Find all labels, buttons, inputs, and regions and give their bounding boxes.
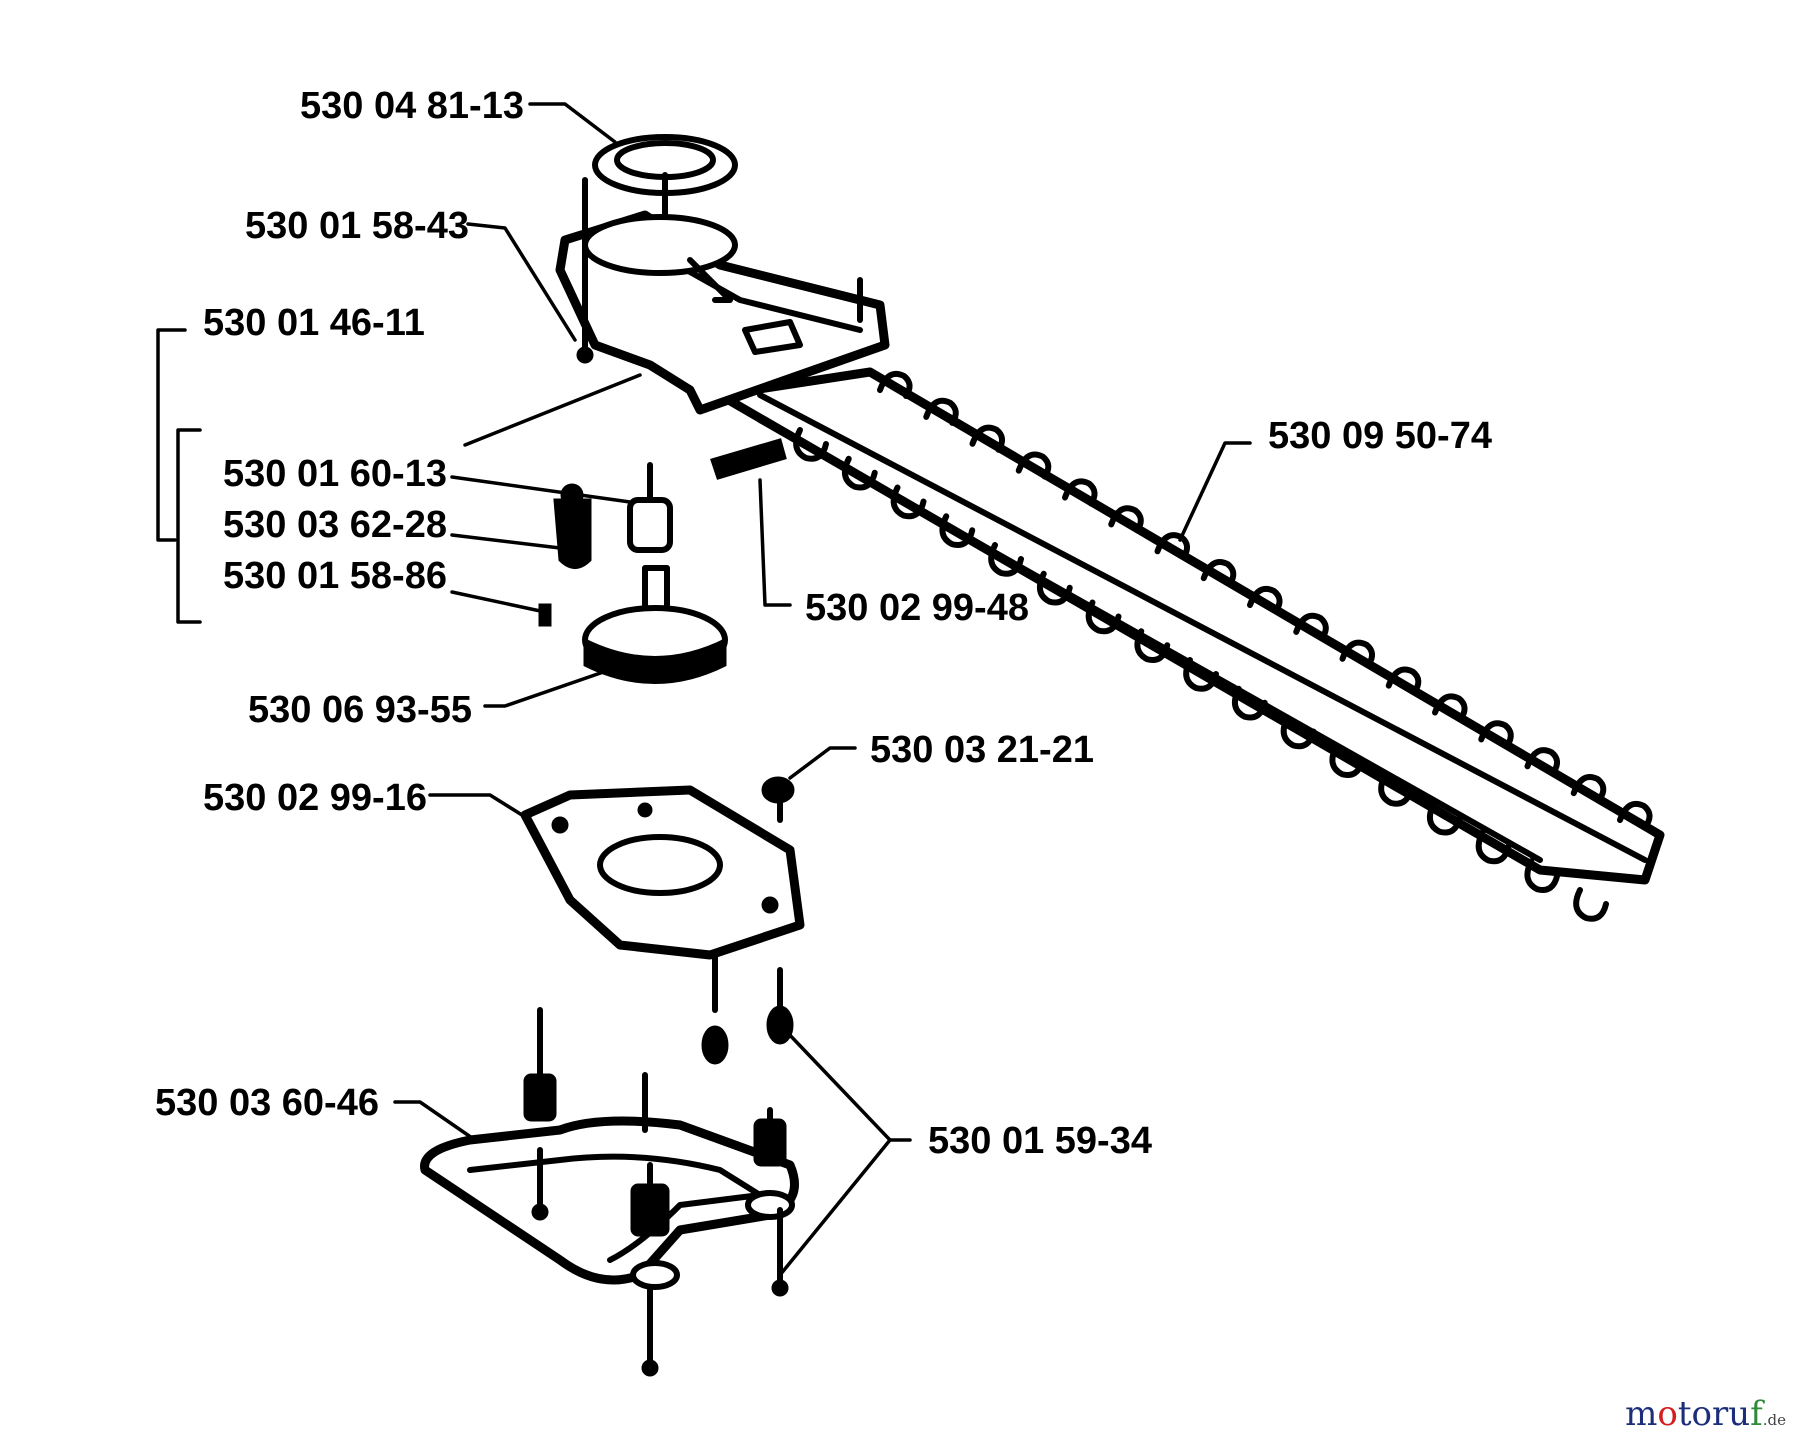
blade-tooth-top [1062, 478, 1098, 507]
blade-tooth-bottom [1183, 657, 1219, 692]
watermark-brand-4: f [1750, 1394, 1763, 1434]
leader-p2 [466, 222, 577, 342]
leader-p6 [450, 590, 547, 614]
part-label-p8: 530 02 99-48 [805, 587, 1029, 629]
blade-tooth-bottom [1475, 829, 1512, 865]
blade-tooth-bottom [1329, 743, 1366, 778]
part-label-p2: 530 01 58-43 [245, 205, 469, 247]
leader-p8 [758, 478, 792, 607]
leader-lines [393, 102, 1252, 1277]
blade-tooth-bottom [890, 484, 927, 520]
blade-tooth-top [1432, 693, 1468, 722]
blade-tooth-bottom [1085, 599, 1122, 635]
assembly-bracket-inner [176, 428, 202, 624]
blade-tooth-bottom [793, 427, 829, 462]
leader-p4 [450, 475, 632, 504]
leader-p13a [783, 1028, 912, 1142]
blade-tooth-bottom [1280, 714, 1317, 750]
part-label-p9: 530 09 50-74 [1268, 415, 1492, 457]
part-label-p4: 530 01 60-13 [223, 453, 447, 495]
leader-p13b [778, 1138, 892, 1277]
bottom-handle [420, 1007, 799, 1377]
drive-wheel-top [582, 134, 738, 303]
blade-tooth-bottom [1378, 772, 1414, 807]
blade-tooth-top [1617, 800, 1653, 829]
blade-tooth-top [1108, 505, 1144, 534]
leader-p12 [393, 1100, 477, 1142]
leader-p1 [528, 102, 617, 144]
hedge-trimmer-blade [715, 367, 1665, 922]
blade-tooth-bottom [841, 455, 878, 491]
watermark-brand-3: toru [1677, 1394, 1751, 1434]
part-labels: 530 04 81-13 530 01 58-43 530 01 46-11 5… [155, 85, 1492, 1162]
blade-tooth-top [1247, 585, 1283, 614]
blade-tooth-bottom [1426, 800, 1463, 836]
blade-tooth-top [1015, 451, 1052, 480]
blade-tooth-top [1200, 559, 1237, 588]
watermark-brand-1: m [1625, 1394, 1658, 1434]
blade-tooth-bottom [1524, 858, 1561, 893]
blade-tooth-top [1478, 720, 1514, 749]
assembly-bracket-outer [156, 328, 187, 542]
leader-p7 [483, 666, 617, 708]
part-label-p5: 530 03 62-28 [223, 504, 447, 546]
blade-tooth-top [1339, 639, 1375, 668]
part-label-p13: 530 01 59-34 [928, 1120, 1152, 1162]
part-label-p12: 530 03 60-46 [155, 1082, 379, 1124]
part-label-p11: 530 02 99-16 [203, 777, 427, 819]
blade-tooth-bottom [1036, 570, 1073, 606]
part-label-p6: 530 01 58-86 [223, 555, 447, 597]
gasket-plate [520, 785, 805, 960]
leader-p11 [428, 793, 532, 822]
motoruf-watermark: motoruf.de [1625, 1394, 1786, 1434]
blade-tooth-top [1570, 774, 1607, 803]
blade-tooth-top [1524, 747, 1560, 776]
leader-p10 [788, 746, 857, 780]
blade-tooth-top [877, 370, 913, 399]
blade-tooth-top [1385, 666, 1422, 695]
pinion-gear-assembly [538, 462, 728, 684]
spacer-pin [710, 438, 787, 480]
leader-p5 [450, 533, 562, 550]
blade-tooth-bottom [1231, 685, 1268, 721]
part-label-p1: 530 04 81-13 [300, 85, 524, 127]
watermark-brand-2: o [1657, 1394, 1678, 1434]
part-label-p3: 530 01 46-11 [203, 302, 425, 344]
part-label-p10: 530 03 21-21 [870, 729, 1094, 771]
blade-tooth-top [969, 424, 1005, 453]
blade-tooth-bottom [939, 513, 976, 548]
blade-tooth-bottom [1573, 887, 1609, 922]
blade-tooth-bottom [1134, 628, 1171, 663]
blade-tooth-bottom [988, 542, 1024, 577]
leader-p3 [463, 373, 642, 447]
leader-p9 [1178, 441, 1252, 542]
blade-tooth-top [923, 397, 959, 426]
gasket-screws [701, 776, 795, 1065]
watermark-tld: .de [1762, 1411, 1786, 1429]
blade-tooth-top [1293, 612, 1329, 641]
part-label-p7: 530 06 93-55 [248, 689, 472, 731]
